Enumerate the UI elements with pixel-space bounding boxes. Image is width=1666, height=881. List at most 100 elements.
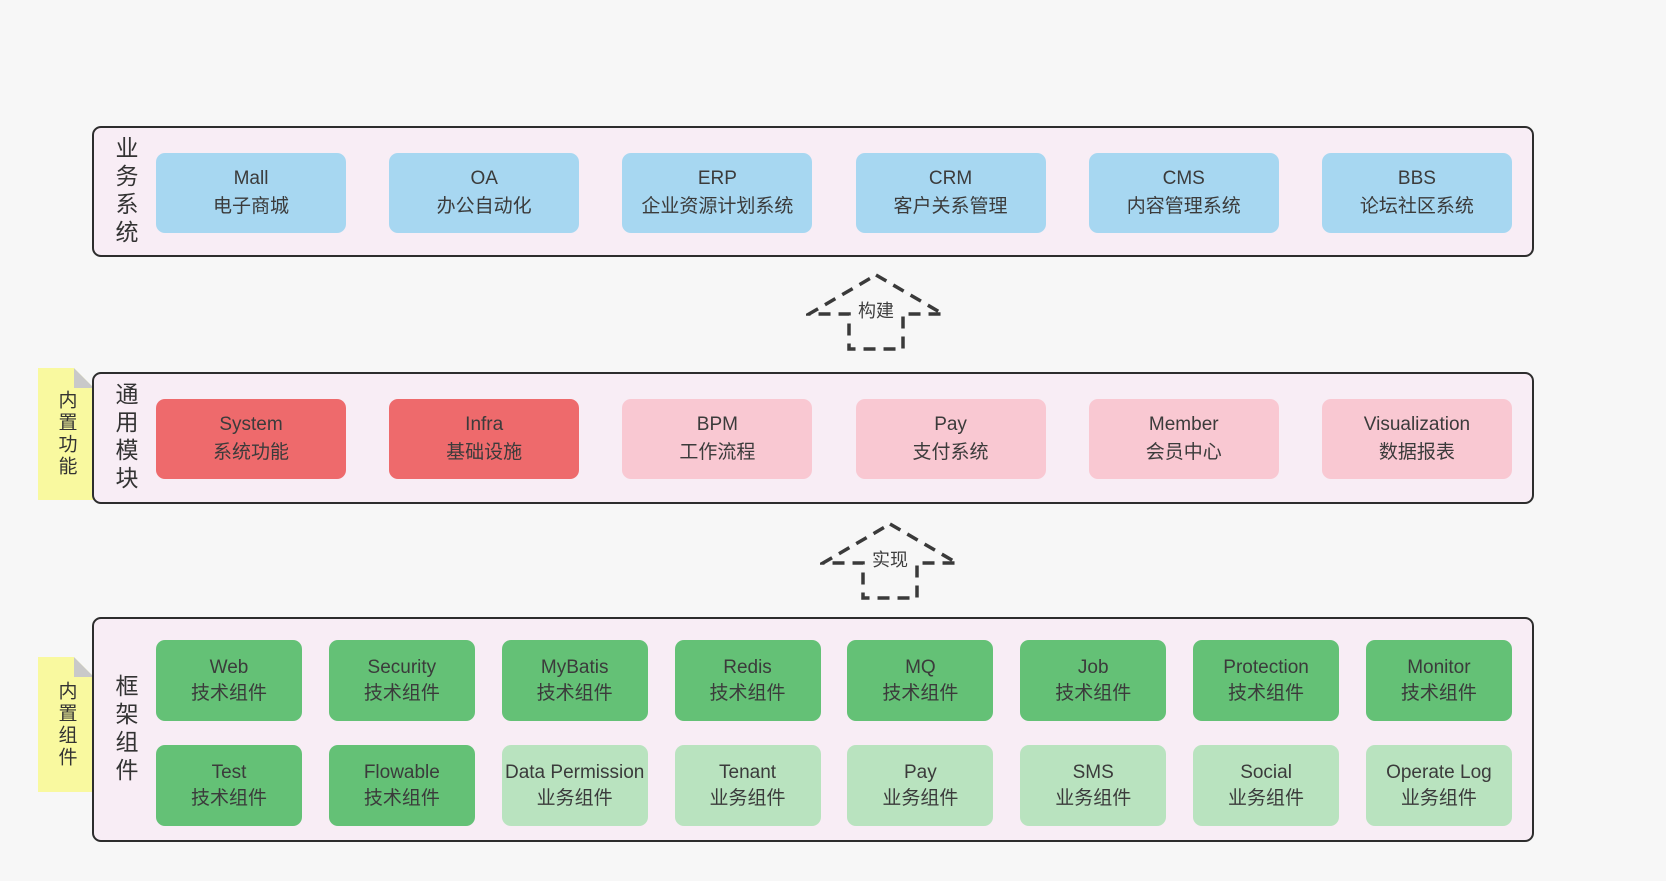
box-subtitle: 系统功能 — [212, 442, 289, 463]
sticky-note-builtin-components: 内置组件 — [38, 657, 94, 792]
box-subtitle: 技术组件 — [363, 682, 440, 704]
box-protection: Protection 技术组件 — [1193, 640, 1340, 721]
box-bpm: BPM 工作流程 — [622, 399, 813, 479]
box-mall: Mall 电子商城 — [156, 153, 346, 233]
sticky-note-builtin-features: 内置功能 — [38, 368, 94, 500]
box-infra: Infra 基础设施 — [389, 399, 580, 479]
box-flowable: Flowable 技术组件 — [328, 745, 475, 826]
box-subtitle: 客户关系管理 — [893, 196, 1008, 217]
box-subtitle: 数据报表 — [1378, 442, 1455, 463]
box-subtitle: 技术组件 — [709, 682, 786, 704]
box-subtitle: 技术组件 — [1400, 682, 1477, 704]
box-oa: OA 办公自动化 — [389, 153, 580, 233]
up-arrow-icon — [806, 272, 946, 351]
box-member: Member 会员中心 — [1088, 399, 1279, 479]
box-subtitle: 办公自动化 — [436, 196, 532, 217]
box-redis: Redis 技术组件 — [674, 640, 821, 721]
box-pay-component: Pay 业务组件 — [847, 745, 994, 826]
box-tenant: Tenant 业务组件 — [674, 745, 821, 826]
box-title: Web — [209, 657, 249, 679]
box-web: Web 技术组件 — [156, 640, 302, 721]
framework-components-panel: 框架组件 Web 技术组件 Security 技术组件 MyBatis 技术组件… — [92, 617, 1534, 842]
box-title: Mall — [233, 167, 269, 189]
box-social: Social 业务组件 — [1193, 745, 1340, 826]
box-data-permission: Data Permission 业务组件 — [501, 745, 648, 826]
box-subtitle: 业务组件 — [882, 787, 959, 809]
box-title: BBS — [1397, 167, 1436, 189]
box-subtitle: 会员中心 — [1145, 442, 1222, 463]
box-sms: SMS 业务组件 — [1020, 745, 1167, 826]
box-title: SMS — [1072, 762, 1114, 784]
build-arrow: 构建 — [806, 272, 946, 352]
box-job: Job 技术组件 — [1020, 640, 1167, 721]
box-title: CMS — [1162, 167, 1205, 189]
box-subtitle: 技术组件 — [882, 682, 959, 704]
business-systems-panel: 业务系统 Mall 电子商城 OA 办公自动化 ERP 企业资源计划系统 CRM… — [92, 126, 1534, 257]
box-subtitle: 业务组件 — [1055, 787, 1132, 809]
panel-label: 通用模块 — [112, 382, 138, 494]
box-subtitle: 论坛社区系统 — [1359, 196, 1474, 217]
box-title: Infra — [465, 413, 504, 435]
box-title: Data Permission — [504, 762, 645, 784]
box-bbs: BBS 论坛社区系统 — [1321, 153, 1512, 233]
box-title: Member — [1148, 413, 1219, 435]
box-operate-log: Operate Log 业务组件 — [1365, 745, 1512, 826]
box-title: CRM — [928, 167, 973, 189]
box-title: MQ — [905, 657, 936, 679]
box-title: OA — [470, 167, 498, 189]
box-title: MyBatis — [540, 657, 609, 679]
panel-label: 框架组件 — [112, 673, 138, 786]
box-title: Security — [367, 657, 437, 679]
box-subtitle: 业务组件 — [536, 787, 613, 809]
box-system: System 系统功能 — [156, 399, 346, 479]
box-subtitle: 支付系统 — [912, 442, 989, 463]
box-subtitle: 技术组件 — [1055, 682, 1132, 704]
box-subtitle: 电子商城 — [212, 196, 289, 217]
business-systems-row: Mall 电子商城 OA 办公自动化 ERP 企业资源计划系统 CRM 客户关系… — [156, 153, 1512, 233]
box-title: Protection — [1223, 657, 1309, 679]
box-test: Test 技术组件 — [156, 745, 302, 826]
box-title: Flowable — [363, 762, 440, 784]
box-mybatis: MyBatis 技术组件 — [501, 640, 648, 721]
box-title: ERP — [697, 167, 737, 189]
common-modules-row: System 系统功能 Infra 基础设施 BPM 工作流程 Pay 支付系统… — [156, 399, 1512, 479]
arrow-label: 构建 — [853, 296, 899, 324]
up-arrow-icon — [820, 521, 960, 600]
box-title: Operate Log — [1386, 762, 1492, 784]
box-subtitle: 企业资源计划系统 — [641, 196, 794, 217]
panel-label-column: 通用模块 — [94, 374, 156, 502]
box-subtitle: 技术组件 — [190, 787, 267, 809]
box-crm: CRM 客户关系管理 — [855, 153, 1046, 233]
box-erp: ERP 企业资源计划系统 — [622, 153, 813, 233]
panel-label-column: 框架组件 — [94, 619, 156, 840]
box-subtitle: 业务组件 — [709, 787, 786, 809]
box-title: Pay — [934, 413, 967, 435]
box-title: Redis — [723, 657, 772, 679]
framework-row-1: Web 技术组件 Security 技术组件 MyBatis 技术组件 Redi… — [156, 640, 1512, 721]
panel-label-column: 业务系统 — [94, 128, 156, 255]
box-title: Job — [1077, 657, 1109, 679]
box-subtitle: 工作流程 — [679, 442, 756, 463]
box-subtitle: 技术组件 — [536, 682, 613, 704]
box-visualization: Visualization 数据报表 — [1321, 399, 1512, 479]
box-pay-module: Pay 支付系统 — [855, 399, 1046, 479]
box-title: Tenant — [719, 762, 777, 784]
box-subtitle: 技术组件 — [190, 682, 267, 704]
framework-row-2: Test 技术组件 Flowable 技术组件 Data Permission … — [156, 745, 1512, 826]
box-title: Visualization — [1363, 413, 1471, 435]
box-subtitle: 内容管理系统 — [1126, 196, 1241, 217]
box-title: Test — [211, 762, 247, 784]
box-title: Social — [1240, 762, 1292, 784]
box-title: BPM — [696, 413, 738, 435]
box-security: Security 技术组件 — [328, 640, 475, 721]
box-subtitle: 业务组件 — [1400, 787, 1477, 809]
implement-arrow: 实现 — [820, 521, 960, 601]
box-title: Monitor — [1407, 657, 1471, 679]
box-subtitle: 业务组件 — [1228, 787, 1305, 809]
panel-label: 业务系统 — [112, 135, 138, 248]
note-text: 内置组件 — [55, 680, 77, 769]
box-subtitle: 技术组件 — [1228, 682, 1305, 704]
folded-corner-icon — [74, 657, 94, 677]
box-subtitle: 基础设施 — [446, 442, 523, 463]
